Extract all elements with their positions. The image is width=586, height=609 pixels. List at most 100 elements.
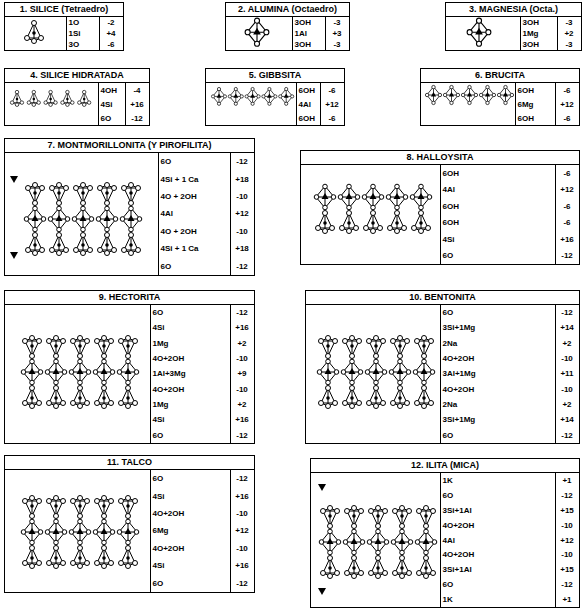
table-row: 4Si+16 (151, 487, 254, 504)
layer-formula: 6OH (297, 86, 321, 95)
layer-charge: +12 (230, 205, 253, 222)
talc-layer (21, 496, 139, 569)
panel-title: 8. HALLOYSITA (301, 151, 579, 165)
panel-title: 9. HECTORITA (5, 291, 254, 305)
layer-formula: 4O+2OH (441, 385, 556, 394)
table-row: 3O-6 (67, 39, 123, 50)
mineral-panel: 3. MAGNESIA (Octa.)3OH-31Mg+23OH-3 (445, 2, 582, 51)
panel-title: 6. BRUCITA (421, 69, 579, 83)
layer-charge: -10 (555, 351, 578, 366)
layer-formula: 6OH (297, 114, 321, 123)
table-row: 3Si+1Al+15 (441, 503, 579, 518)
layer-formula: 4O+2OH (151, 509, 231, 518)
layer-charge: +9 (230, 366, 253, 381)
composition-table: 6O-124Si+161Mg+24O+2OH-101Al+3Mg+94O+2OH… (150, 305, 254, 443)
table-row: 6O-12 (159, 258, 254, 275)
bentonite-layer (317, 336, 435, 409)
layer-formula: 6O (441, 491, 556, 500)
layer-charge: -6 (555, 215, 578, 232)
panel-title: 12. ILITA (MICA) (311, 459, 579, 473)
layer-charge: +16 (230, 412, 253, 427)
potassium-ion (318, 588, 326, 595)
layer-formula: 4O+2OH (151, 354, 231, 363)
layer-formula: 1O (67, 18, 100, 27)
table-row: 3Si+1Mg+14 (441, 412, 579, 427)
layer-formula: 4Si (151, 323, 231, 332)
table-row: 4OH-4 (99, 83, 149, 97)
layer-charge: -6 (555, 165, 578, 182)
table-row: 6Mg+12 (151, 522, 254, 539)
halloysite-layer (314, 184, 432, 233)
layer-charge: +18 (230, 240, 253, 257)
table-row: 4Si+16 (99, 97, 149, 111)
mineral-panel: 11. TALCO6O-124Si+164O+2OH-106Mg+124O+2O… (4, 455, 255, 593)
layer-charge: -12 (555, 305, 578, 320)
layer-formula: 4Si + 1 Ca (159, 244, 231, 253)
layer-charge: -10 (555, 547, 578, 562)
layer-formula: 4Si (151, 415, 231, 424)
layer-formula: 4Si (151, 561, 231, 570)
layer-formula: 6O (441, 251, 556, 260)
layer-charge: -12 (230, 428, 253, 443)
table-row: 6O-12 (441, 428, 579, 443)
layer-charge: +14 (555, 320, 578, 335)
layer-formula: 6OH (441, 169, 556, 178)
layer-formula: 4O + 2OH (159, 227, 231, 236)
hydrated-silica-sheet (10, 90, 91, 106)
layer-charge: -10 (230, 351, 253, 366)
layer-formula: 4O+2OH (441, 354, 556, 363)
layer-formula: 1Al+3Mg (151, 369, 231, 378)
table-row: 1Mg+2 (151, 397, 254, 412)
composition-table: 6OH-64Al+126OH-66OH-64Si+166O-12 (440, 165, 579, 264)
layer-charge: +16 (230, 557, 253, 574)
table-row: 6OH-6 (297, 111, 344, 125)
layer-charge: +15 (555, 503, 578, 518)
panel-title: 3. MAGNESIA (Octa.) (446, 3, 581, 17)
panel-title: 7. MONTMORILLONITA (Y PIROFILITA) (5, 139, 254, 153)
layer-formula: 1K (441, 595, 556, 604)
layer-formula: 6O (159, 157, 231, 166)
layer-charge: +16 (230, 320, 253, 335)
table-row: 6OH-6 (516, 83, 579, 97)
mineral-panel: 8. HALLOYSITA6OH-64Al+126OH-66OH-64Si+16… (300, 150, 580, 265)
layer-formula: 3OH (521, 18, 558, 27)
mineral-panel: 9. HECTORITA6O-124Si+161Mg+24O+2OH-101Al… (4, 290, 255, 444)
layer-formula: 4Al (297, 100, 321, 109)
layer-formula: 6O (441, 431, 556, 440)
table-row: 6O-12 (441, 488, 579, 503)
layer-charge: +4 (99, 28, 122, 39)
table-row: 3OH-3 (293, 39, 349, 50)
mineral-panel: 5. GIBBSITA6OH-64Al+126OH-6 (205, 68, 345, 126)
table-row: 4Si+16 (441, 231, 579, 248)
layer-formula: 1Al (293, 29, 326, 38)
layer-charge: -10 (230, 382, 253, 397)
alumina-octahedron (245, 18, 269, 46)
table-row: 1Al+3 (293, 28, 349, 39)
layer-charge: +1 (555, 592, 578, 607)
brucite-sheet (425, 85, 513, 104)
layer-formula: 4Al (441, 185, 556, 194)
layer-charge: -6 (555, 111, 578, 125)
layer-formula: 1K (441, 476, 556, 485)
layer-formula: 6OH (441, 202, 556, 211)
composition-table: 6OH-64Al+126OH-6 (296, 83, 344, 125)
layer-formula: 1Si (67, 29, 100, 38)
composition-table: 3OH-31Mg+23OH-3 (520, 17, 581, 50)
layer-charge: -12 (555, 248, 578, 265)
table-row: 6O-12 (151, 470, 254, 487)
table-row: 4O+2OH-10 (441, 518, 579, 533)
layer-charge: +15 (555, 562, 578, 577)
table-row: 6O-12 (441, 577, 579, 592)
layer-formula: 4Al (441, 536, 556, 545)
table-row: 6O-12 (441, 305, 579, 320)
layer-formula: 3OH (293, 18, 326, 27)
composition-table: 4OH-44Si+166O-12 (98, 83, 149, 125)
layer-formula: 3Si+1Al (441, 565, 556, 574)
table-row: 4O+2OH-10 (151, 382, 254, 397)
table-row: 6OH-6 (516, 111, 579, 125)
layer-charge: -12 (125, 111, 148, 125)
layer-formula: 4O+2OH (441, 521, 556, 530)
table-row: 6OH-6 (297, 83, 344, 97)
layer-formula: 6OH (516, 114, 556, 123)
